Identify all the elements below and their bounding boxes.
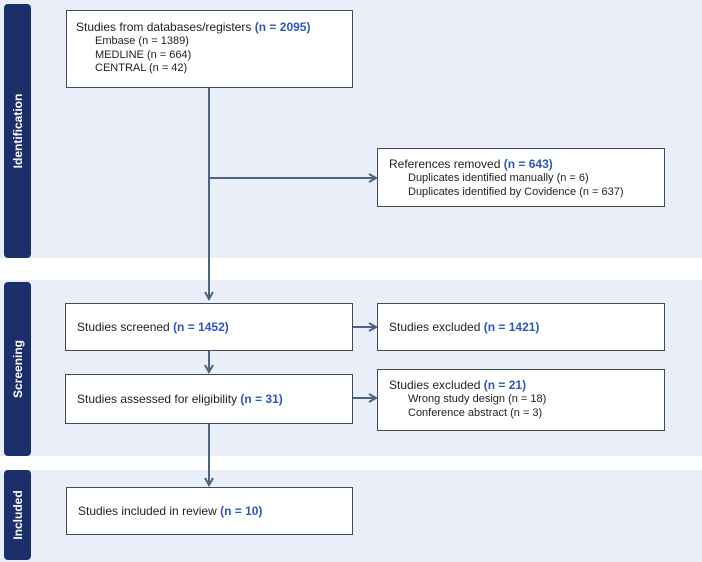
studies-excluded-screening-count: (n = 1421)	[483, 320, 540, 334]
studies-excluded-eligibility-box: Studies excluded (n = 21) Wrong study de…	[377, 369, 665, 431]
references-removed-count: (n = 643)	[503, 157, 553, 171]
eligibility-heading: Studies assessed for eligibility (n = 31…	[77, 392, 352, 407]
studies-screened-count: (n = 1452)	[173, 320, 229, 334]
duplicates-covidence: Duplicates identified by Covidence (n = …	[408, 185, 624, 198]
exclusion-wrong-design: Wrong study design (n = 18)	[408, 393, 547, 405]
studies-excluded-eligibility-label: Studies excluded	[389, 378, 484, 392]
studies-included-label: Studies included in review	[78, 504, 221, 518]
eligibility-label: Studies assessed for eligibility	[77, 392, 241, 406]
references-removed-label: References removed	[389, 157, 504, 171]
studies-screened-heading: Studies screened (n = 1452)	[77, 320, 352, 335]
studies-included-box: Studies included in review (n = 10)	[66, 487, 353, 535]
studies-excluded-screening-label: Studies excluded	[389, 320, 484, 334]
records-identified-count: (n = 2095)	[254, 20, 311, 34]
eligibility-count: (n = 31)	[240, 392, 283, 406]
source-embase: Embase (n = 1389)	[95, 35, 189, 47]
studies-excluded-eligibility-heading: Studies excluded (n = 21)	[389, 378, 664, 393]
records-identified-label: Studies from databases/registers	[76, 20, 255, 34]
references-removed-heading: References removed (n = 643)	[389, 157, 664, 172]
references-removed-box: References removed (n = 643) Duplicates …	[377, 148, 665, 207]
records-identified-box: Studies from databases/registers (n = 20…	[66, 10, 353, 88]
included-phase-tab: Included	[4, 470, 31, 560]
studies-excluded-eligibility-count: (n = 21)	[483, 378, 527, 392]
studies-included-count: (n = 10)	[220, 504, 263, 518]
studies-excluded-screening-box: Studies excluded (n = 1421)	[377, 303, 665, 351]
eligibility-box: Studies assessed for eligibility (n = 31…	[65, 374, 353, 424]
studies-screened-label: Studies screened	[77, 320, 174, 334]
source-medline: MEDLINE (n = 664)	[95, 48, 192, 61]
records-identified-heading: Studies from databases/registers (n = 20…	[76, 20, 352, 35]
duplicates-manual: Duplicates identified manually (n = 6)	[408, 172, 589, 184]
studies-included-heading: Studies included in review (n = 10)	[78, 504, 352, 519]
studies-excluded-screening-heading: Studies excluded (n = 1421)	[389, 320, 664, 335]
studies-screened-box: Studies screened (n = 1452)	[65, 303, 353, 351]
source-central: CENTRAL (n = 42)	[95, 62, 188, 74]
identification-phase-tab: Identification	[4, 4, 31, 258]
exclusion-conference-abstract: Conference abstract (n = 3)	[408, 406, 543, 419]
screening-phase-tab: Screening	[4, 282, 31, 456]
